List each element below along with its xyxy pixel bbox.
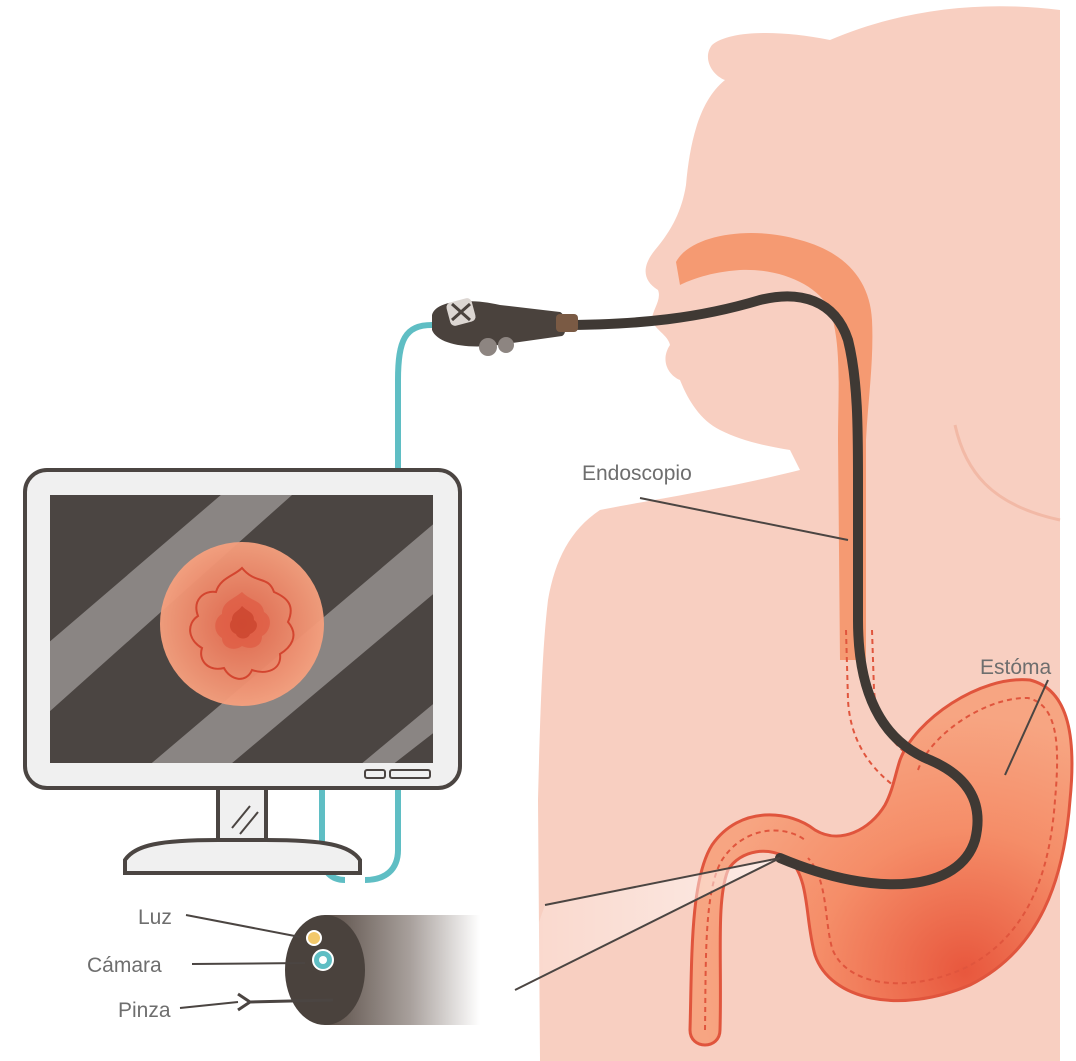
- video-cable: [398, 325, 432, 470]
- luz-leader: [186, 915, 300, 937]
- endoscope-handle: [432, 297, 578, 356]
- camara-leader: [192, 963, 305, 964]
- estomago-label: Estóma: [980, 657, 1051, 678]
- monitor: [25, 470, 460, 873]
- camara-label: Cámara: [87, 955, 162, 976]
- pinza-label: Pinza: [118, 1000, 171, 1021]
- endoscopio-label: Endoscopio: [582, 463, 692, 484]
- luz-label: Luz: [138, 907, 172, 928]
- pinza-leader: [180, 1002, 238, 1008]
